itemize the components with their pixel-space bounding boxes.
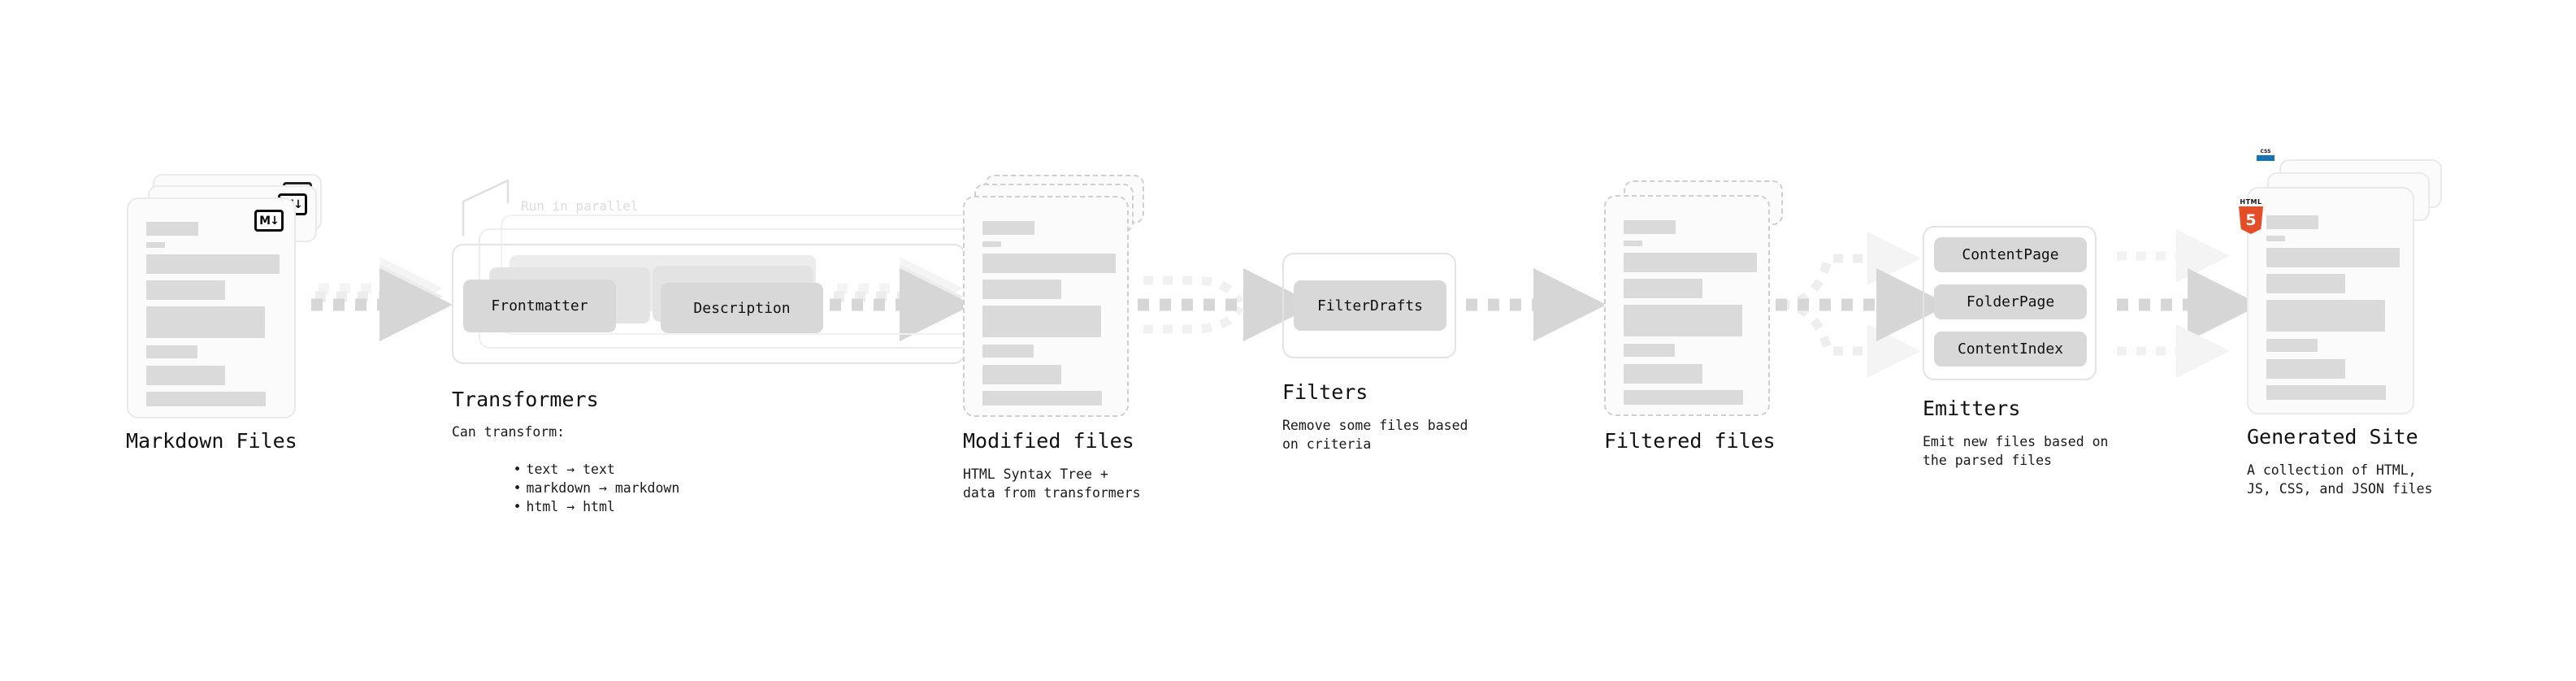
skeleton-bar — [1624, 344, 1675, 357]
skeleton-bar — [146, 280, 225, 300]
skeleton-bar — [146, 222, 198, 236]
skeleton-bar — [982, 254, 1116, 273]
bullet-dot-icon: • — [513, 499, 522, 514]
modified-card-front — [963, 196, 1129, 417]
skeleton-bar — [2266, 236, 2285, 241]
skeleton-bar — [2266, 385, 2386, 400]
skeleton-bar — [1624, 241, 1642, 246]
bullet-dot-icon: • — [513, 462, 522, 477]
generated-site-subtitle-line1: A collection of HTML, — [2247, 462, 2417, 478]
frontmatter-pill[interactable]: Frontmatter — [463, 280, 616, 332]
css3-icon: CSS — [2257, 149, 2275, 161]
stage-title-filters: Filters — [1282, 380, 1368, 404]
skeleton-bar — [2266, 339, 2318, 352]
stage-title-transformers: Transformers — [452, 388, 599, 411]
emitters-subtitle-line2: the parsed files — [1923, 453, 2052, 468]
skeleton-bar — [146, 306, 265, 338]
filterdrafts-pill[interactable]: FilterDrafts — [1294, 280, 1446, 331]
html5-shield — [2239, 206, 2263, 234]
filtered-card-front — [1604, 195, 1770, 416]
skeleton-bar — [1624, 390, 1743, 405]
stage-title-emitters: Emitters — [1923, 397, 2021, 420]
transformers-can-transform-label: Can transform: — [452, 424, 566, 440]
skeleton-bar — [2266, 248, 2400, 267]
css3-icon-label: CSS — [2260, 149, 2271, 154]
stage-title-modified-files: Modified files — [963, 429, 1134, 453]
folderpage-pill[interactable]: FolderPage — [1934, 284, 2087, 319]
site-card-front: 5 HTML — [2239, 187, 2414, 414]
skeleton-bar — [982, 306, 1101, 337]
transformers-bullet-html: • html → html — [465, 479, 615, 535]
skeleton-bar — [146, 392, 266, 406]
bullet-label: text → text — [526, 462, 615, 477]
run-in-parallel-label: Run in parallel — [521, 198, 639, 214]
skeleton-bar — [982, 241, 1001, 247]
skeleton-bar — [1624, 220, 1676, 234]
filters-subtitle-line2: on criteria — [1282, 436, 1372, 452]
skeleton-bar — [2266, 300, 2385, 332]
html5-label: HTML — [2240, 198, 2262, 206]
skeleton-bar — [982, 391, 1102, 406]
contentindex-pill[interactable]: ContentIndex — [1934, 332, 2087, 367]
skeleton-bar — [146, 366, 225, 385]
skeleton-bar — [982, 280, 1061, 299]
generated-site-subtitle-line2: JS, CSS, and JSON files — [2247, 481, 2433, 497]
stage-title-generated-site: Generated Site — [2247, 425, 2418, 449]
stage-title-markdown-files: Markdown Files — [126, 429, 297, 453]
html5-icon: 5 HTML — [2239, 198, 2263, 234]
skeleton-bar — [982, 221, 1034, 235]
description-pill[interactable]: Description — [661, 283, 823, 333]
html5-number: 5 — [2245, 211, 2257, 229]
skeleton-bar — [1624, 305, 1742, 336]
arrow-markdown-to-transformers — [311, 257, 453, 341]
emitters-frame — [1923, 226, 2097, 380]
contentpage-pill[interactable]: ContentPage — [1934, 237, 2087, 272]
arrow-filtered-to-emitters — [1776, 232, 1949, 378]
skeleton-bar — [1624, 364, 1702, 384]
skeleton-bar — [1624, 253, 1757, 272]
markdown-icon: M↓ — [254, 210, 284, 232]
markdown-card-front: M↓ — [127, 197, 296, 419]
transformers-bullet-text: • text → text — [465, 441, 615, 497]
skeleton-bar — [1624, 279, 1702, 298]
skeleton-bar — [2266, 359, 2345, 379]
arrow-modified-to-filters — [1138, 268, 1316, 341]
bullet-label: html → html — [526, 499, 615, 514]
bullet-dot-icon: • — [513, 480, 522, 496]
skeleton-bar — [146, 242, 165, 248]
bullet-label: markdown → markdown — [526, 480, 680, 496]
arrow-emitters-to-site — [2117, 229, 2261, 378]
skeleton-bar — [146, 345, 197, 358]
stage-title-filtered-files: Filtered files — [1604, 429, 1776, 453]
transformers-bullet-markdown: •markdown → markdown — [465, 460, 680, 516]
modified-files-subtitle-line1: HTML Syntax Tree + — [963, 466, 1108, 482]
skeleton-bar — [2266, 274, 2345, 293]
skeleton-bar — [982, 345, 1034, 358]
skeleton-bar — [2266, 215, 2318, 229]
skeleton-bar — [146, 254, 280, 274]
emitters-subtitle-line1: Emit new files based on — [1923, 434, 2109, 449]
modified-files-subtitle-line2: data from transformers — [963, 485, 1141, 501]
skeleton-bar — [982, 365, 1061, 384]
filters-frame — [1282, 253, 1456, 358]
filters-subtitle-line1: Remove some files based — [1282, 418, 1468, 433]
